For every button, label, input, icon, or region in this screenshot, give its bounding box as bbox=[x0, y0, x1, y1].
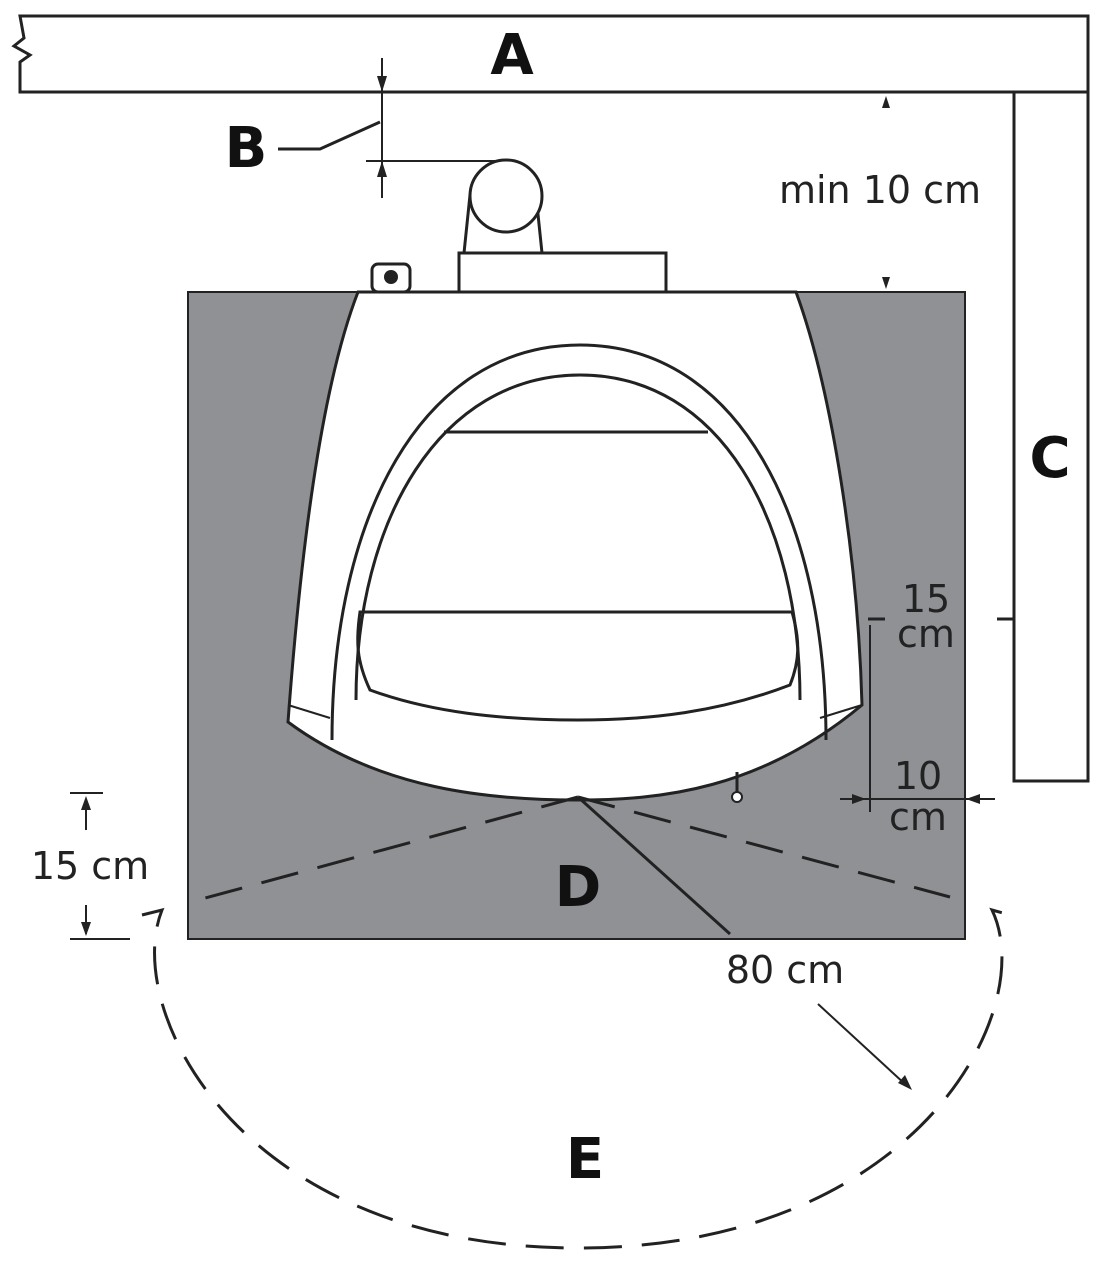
radiation-lines bbox=[197, 795, 951, 936]
dimension-front-floor bbox=[70, 792, 130, 940]
stove-body bbox=[286, 290, 864, 803]
top-clearance-label: min 10 cm bbox=[779, 168, 981, 212]
side-plate-unit: cm bbox=[889, 795, 947, 839]
wall-a bbox=[11, 14, 1090, 94]
side-gap-unit: cm bbox=[897, 612, 955, 656]
front-floor-label: 15 cm bbox=[31, 844, 149, 888]
dimension-side-gap bbox=[868, 617, 1014, 812]
dimension-radius bbox=[817, 1003, 912, 1090]
radius-label: 80 cm bbox=[726, 948, 844, 992]
dimension-side-plate bbox=[840, 794, 995, 804]
dimension-b bbox=[278, 58, 500, 198]
wall-c bbox=[1012, 92, 1090, 783]
side-gap-value: 15 bbox=[902, 577, 950, 621]
label-d: D bbox=[555, 855, 601, 920]
top-handle-icon bbox=[370, 262, 412, 294]
label-e: E bbox=[566, 1127, 604, 1192]
label-c: C bbox=[1029, 426, 1070, 491]
clearance-arc-e bbox=[141, 907, 1011, 1250]
side-plate-value: 10 bbox=[894, 754, 942, 798]
label-a: A bbox=[490, 23, 534, 88]
flue-pipe bbox=[457, 158, 668, 294]
label-b: B bbox=[225, 116, 268, 181]
